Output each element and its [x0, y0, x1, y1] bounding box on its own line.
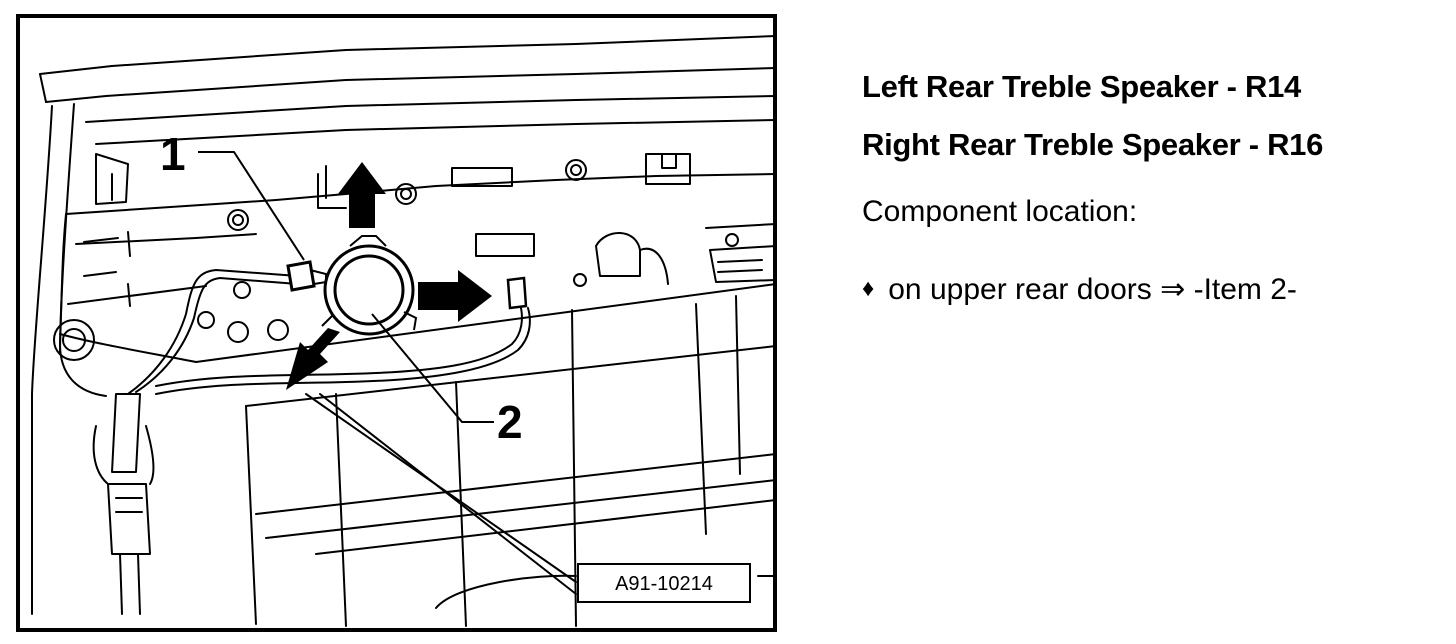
door-panel-linework	[31, 35, 777, 627]
figure-id-box	[577, 563, 751, 603]
callout-2-leader	[371, 313, 494, 423]
callout-2-label: 2	[497, 396, 523, 448]
speaker-connector	[286, 260, 327, 292]
speaker-location-illustration: 1 2 A91-10214	[16, 14, 777, 632]
arrow-up-icon	[338, 162, 386, 228]
location-text: on upper rear doors	[888, 273, 1152, 306]
double-arrow-icon: ⇒	[1160, 273, 1186, 306]
heading-right-speaker: Right Rear Treble Speaker - R16	[862, 127, 1324, 162]
heading-left-speaker: Left Rear Treble Speaker - R14	[862, 69, 1301, 104]
arrow-down-left-icon	[286, 328, 340, 390]
callout-1-leader	[198, 151, 305, 261]
item-reference-link[interactable]: -Item 2-	[1193, 273, 1297, 306]
wire-end-plug	[506, 276, 528, 310]
figure-id-label: A91-10214	[615, 573, 713, 595]
diamond-bullet-icon: ♦	[862, 275, 875, 302]
description-panel: Left Rear Treble Speaker - R14 Right Rea…	[862, 68, 1452, 310]
callout-1-label: 1	[160, 128, 186, 180]
location-caption: Component location:	[862, 195, 1138, 228]
diagram-figure: 1 2 A91-10214	[16, 14, 777, 632]
arrow-right-icon	[418, 270, 492, 322]
treble-speaker	[321, 235, 418, 336]
location-list-item: ♦ on upper rear doors ⇒ -Item 2-	[862, 272, 1452, 310]
